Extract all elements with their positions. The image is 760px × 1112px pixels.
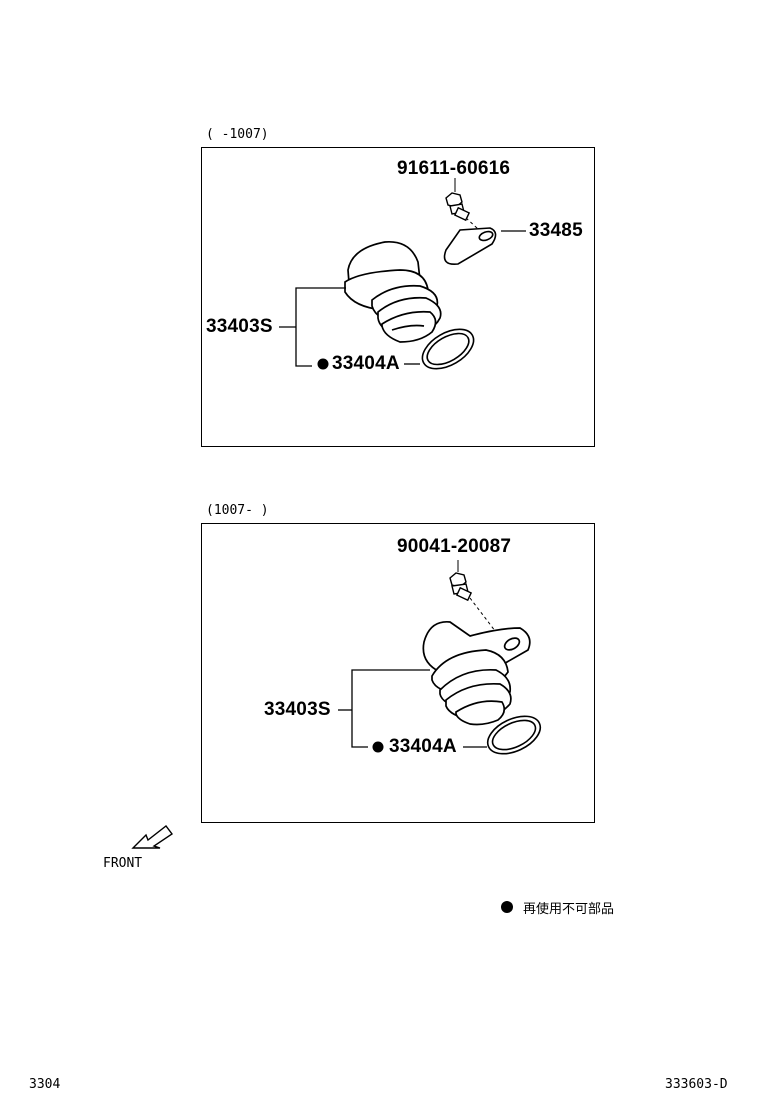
front-label: FRONT [103, 856, 143, 871]
panel1-range: ( -1007) [206, 127, 269, 142]
label-assembly-1: 33403S [206, 316, 273, 337]
plate-icon [443, 227, 526, 266]
bolt-icon [445, 178, 489, 239]
non-reusable-marker [372, 741, 384, 753]
panel2-range: (1007- ) [206, 503, 269, 518]
o-ring-icon [421, 328, 475, 370]
label-assembly-2: 33403S [264, 699, 331, 720]
panel1-frame [201, 147, 595, 447]
footer-left-code: 3304 [29, 1077, 61, 1092]
footer-right-code: 333603-D [665, 1077, 728, 1092]
label-plate: 33485 [529, 220, 583, 241]
sensor-assembly-icon [422, 621, 531, 726]
label-oring-2: 33404A [389, 736, 457, 757]
legend-text: 再使用不可部品 [523, 902, 615, 917]
panel2-frame [201, 523, 595, 823]
label-bolt-1: 91611-60616 [397, 158, 511, 179]
non-reusable-marker [317, 358, 329, 370]
label-bolt-2: 90041-20087 [397, 536, 512, 557]
o-ring-icon [486, 715, 542, 755]
sensor-assembly-icon [344, 241, 442, 343]
label-oring-1: 33404A [332, 353, 400, 374]
